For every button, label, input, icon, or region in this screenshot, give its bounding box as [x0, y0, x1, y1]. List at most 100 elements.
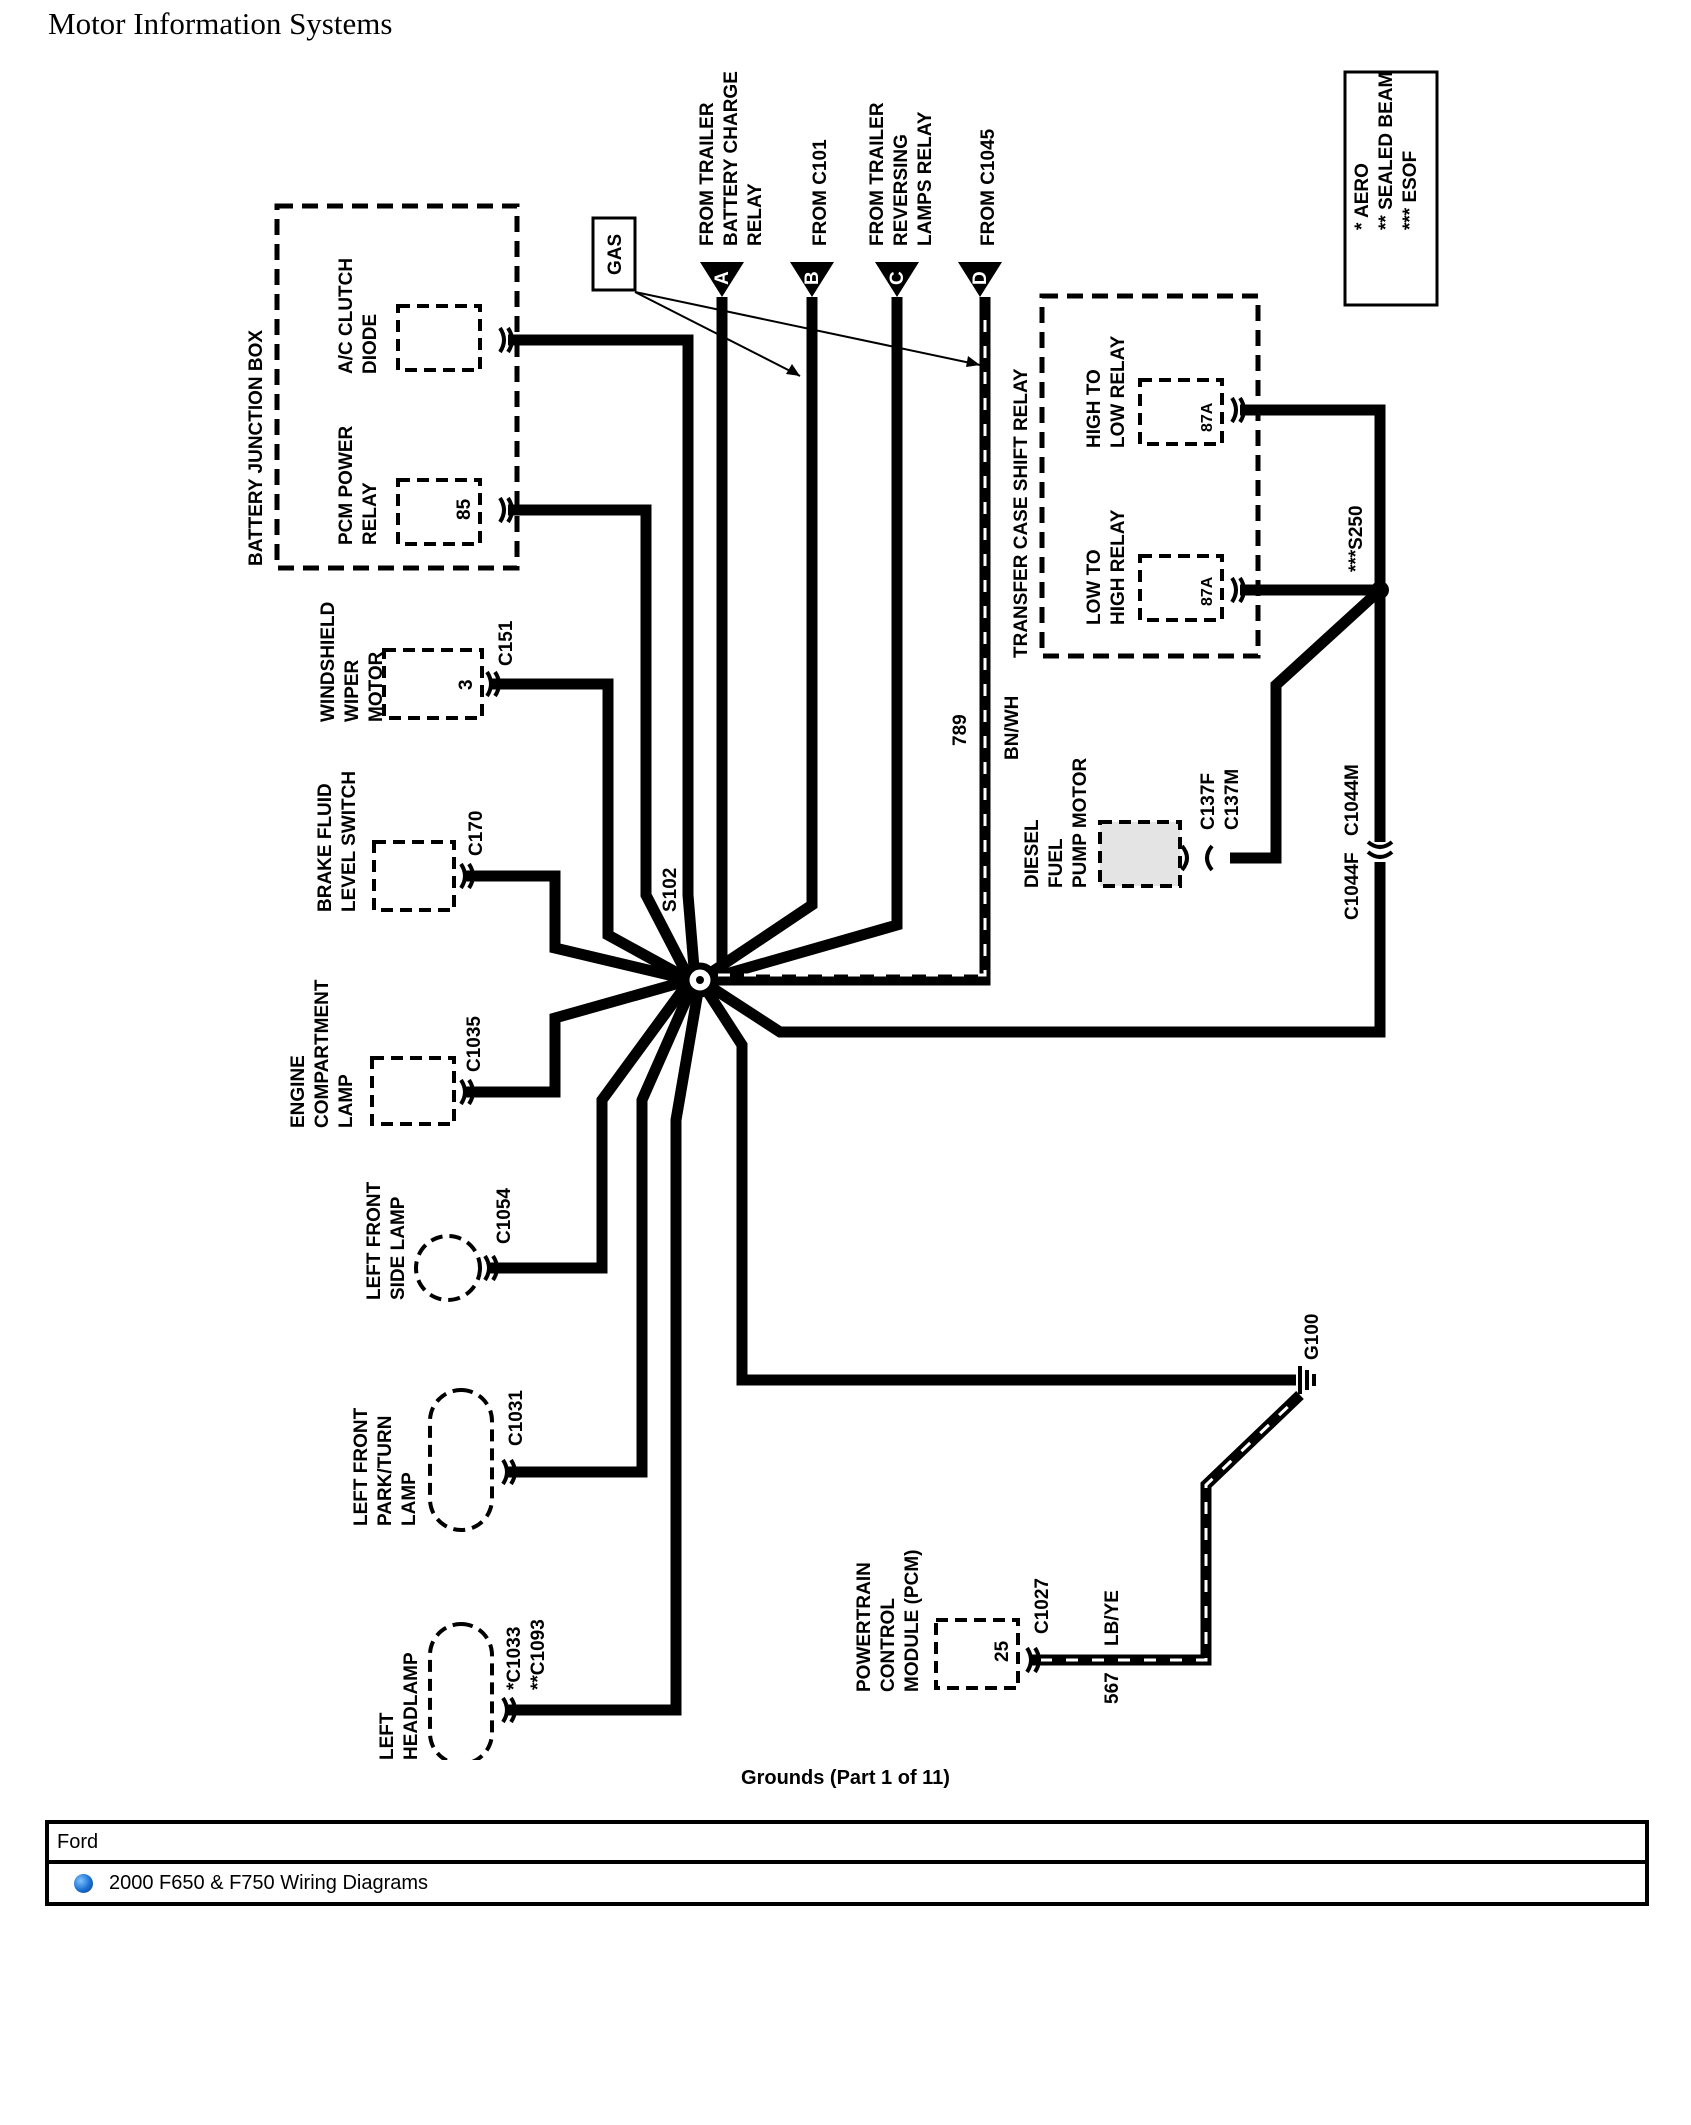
footer-make[interactable]: Ford: [49, 1824, 1645, 1864]
top-input-c: C FROM TRAILER REVERSING LAMPS RELAY: [867, 102, 936, 297]
connector-label: **C1093: [528, 1619, 549, 1690]
component-label: LEFT: [377, 1712, 398, 1760]
component-label: LEFT FRONT: [351, 1407, 372, 1526]
component-label: PUMP MOTOR: [1070, 758, 1091, 888]
component-label: SIDE LAMP: [388, 1196, 409, 1300]
input-label: FROM C1045: [978, 128, 999, 246]
connector-label: C151: [496, 620, 517, 666]
relay-label: LOW TO: [1084, 549, 1105, 625]
powertrain-control-module: 25 POWERTRAIN CONTROL MODULE (PCM) C1027: [854, 1550, 1053, 1692]
relay-label: LOW RELAY: [1108, 335, 1129, 448]
connector-label: C1027: [1032, 1578, 1053, 1634]
bjb-title: BATTERY JUNCTION BOX: [246, 330, 267, 566]
c1044f-label: C1044F: [1342, 852, 1363, 920]
wire-789-circuit: 789: [950, 714, 971, 746]
component-label: BRAKE FLUID: [315, 783, 336, 912]
component-label: PARK/TURN: [375, 1416, 396, 1526]
component-label: ENGINE: [288, 1055, 309, 1128]
component-label: WIPER: [342, 659, 363, 722]
diesel-fuel-pump-motor: DIESEL FUEL PUMP MOTOR C137F C137M: [1022, 758, 1243, 888]
component-label: COMPARTMENT: [312, 979, 333, 1128]
globe-icon: [74, 1874, 93, 1893]
left-headlamp: LEFT HEADLAMP *C1033 **C1093: [377, 1619, 549, 1760]
wire-567-color: LB/YE: [1102, 1590, 1123, 1646]
transfer-case-shift-relay: TRANSFER CASE SHIFT RELAY 87A HIGH TO LO…: [1011, 293, 1261, 659]
legend: * AERO ** SEALED BEAM *** ESOF: [1343, 70, 1439, 307]
component-label: LEVEL SWITCH: [339, 771, 360, 912]
input-label: FROM TRAILER: [867, 102, 888, 246]
pin-label: 3: [456, 679, 477, 690]
left-front-side-lamp: LEFT FRONT SIDE LAMP C1054: [364, 1181, 515, 1302]
gas-label: GAS: [605, 234, 626, 275]
input-label: FROM C101: [810, 139, 831, 246]
wire-567-circuit: 567: [1102, 1672, 1123, 1704]
top-input-b: B FROM C101: [790, 139, 834, 297]
connector-label: *C1033: [504, 1627, 525, 1690]
brake-fluid-level-switch: BRAKE FLUID LEVEL SWITCH C170: [315, 771, 487, 912]
component-label: MOTOR: [366, 651, 387, 722]
pcm-relay-label: RELAY: [360, 482, 381, 545]
input-letter: A: [712, 271, 733, 285]
connector-label: C1054: [494, 1188, 515, 1244]
input-label: FROM TRAILER: [697, 102, 718, 246]
tcsr-title: TRANSFER CASE SHIFT RELAY: [1011, 368, 1032, 658]
component-label: WINDSHIELD: [318, 602, 339, 722]
ground-wires: [466, 297, 1386, 1716]
splice-s102: S102: [660, 868, 718, 998]
footer-book-label[interactable]: 2000 F650 & F750 Wiring Diagrams: [109, 1872, 429, 1894]
input-letter: C: [887, 271, 908, 285]
connector-label: C1031: [506, 1390, 527, 1446]
left-front-park-turn-lamp: LEFT FRONT PARK/TURN LAMP C1031: [351, 1388, 527, 1532]
relay-label: HIGH TO: [1084, 369, 1105, 448]
pcm-relay-label: PCM POWER: [336, 425, 357, 545]
input-label: BATTERY CHARGE: [721, 71, 742, 246]
component-label: MODULE (PCM): [902, 1550, 923, 1692]
ground-g100: G100: [1290, 1314, 1323, 1394]
wire-789-color: BN/WH: [1002, 696, 1023, 760]
high-to-low-relay-box: [1138, 378, 1224, 446]
ac-clutch-label: DIODE: [360, 314, 381, 374]
input-label: LAMPS RELAY: [915, 111, 936, 246]
input-letter: B: [802, 271, 823, 285]
engine-compartment-lamp: ENGINE COMPARTMENT LAMP C1035: [288, 979, 485, 1128]
ground-label: G100: [1302, 1314, 1323, 1360]
connector-label: C137M: [1222, 769, 1243, 830]
pin-label: 85: [454, 498, 475, 520]
low-to-high-relay-box: [1138, 554, 1224, 622]
component-label: LAMP: [399, 1472, 420, 1526]
connector-label: C137F: [1198, 773, 1219, 830]
battery-junction-box: BATTERY JUNCTION BOX A/C CLUTCH DIODE 85…: [246, 203, 520, 571]
legend-item: ** SEALED BEAM: [1376, 72, 1397, 230]
breadcrumb: Ford 2000 F650 & F750 Wiring Diagrams: [45, 1820, 1649, 1906]
c1044m-label: C1044M: [1342, 764, 1363, 836]
ac-clutch-label: A/C CLUTCH: [336, 258, 357, 374]
connector-label: C1035: [464, 1016, 485, 1072]
input-label: RELAY: [745, 183, 766, 246]
splice-label: S102: [660, 868, 681, 912]
component-label: LEFT FRONT: [364, 1181, 385, 1300]
pin-label: 87A: [1199, 402, 1216, 432]
splice-s250: ***S250: [1346, 505, 1389, 599]
component-label: POWERTRAIN: [854, 1562, 875, 1692]
footer-book-link[interactable]: 2000 F650 & F750 Wiring Diagrams: [49, 1864, 1645, 1902]
ac-clutch-diode-box: [396, 304, 482, 372]
component-label: DIESEL: [1022, 819, 1043, 888]
component-label: CONTROL: [878, 1598, 899, 1692]
component-label: LAMP: [336, 1074, 357, 1128]
connector-label: C170: [466, 811, 487, 856]
pcm-power-relay-box: [396, 478, 482, 546]
component-label: FUEL: [1046, 838, 1067, 888]
page-title: Motor Information Systems: [48, 6, 393, 41]
windshield-wiper-motor: 3 WINDSHIELD WIPER MOTOR C151: [318, 602, 517, 722]
striped-wires: [708, 297, 1304, 1666]
input-label: REVERSING: [891, 134, 912, 246]
input-letter: D: [970, 271, 991, 285]
splice-label: ***S250: [1346, 505, 1367, 572]
legend-item: * AERO: [1352, 163, 1373, 230]
relay-label: HIGH RELAY: [1108, 509, 1129, 625]
diagram-caption: Grounds (Part 1 of 11): [741, 1767, 950, 1789]
legend-item: *** ESOF: [1400, 151, 1421, 230]
grounds-wiring-diagram: * AERO ** SEALED BEAM *** ESOF A FROM TR…: [246, 70, 1439, 1760]
pin-label: 25: [992, 1640, 1013, 1662]
gas-note: GAS: [591, 216, 981, 377]
